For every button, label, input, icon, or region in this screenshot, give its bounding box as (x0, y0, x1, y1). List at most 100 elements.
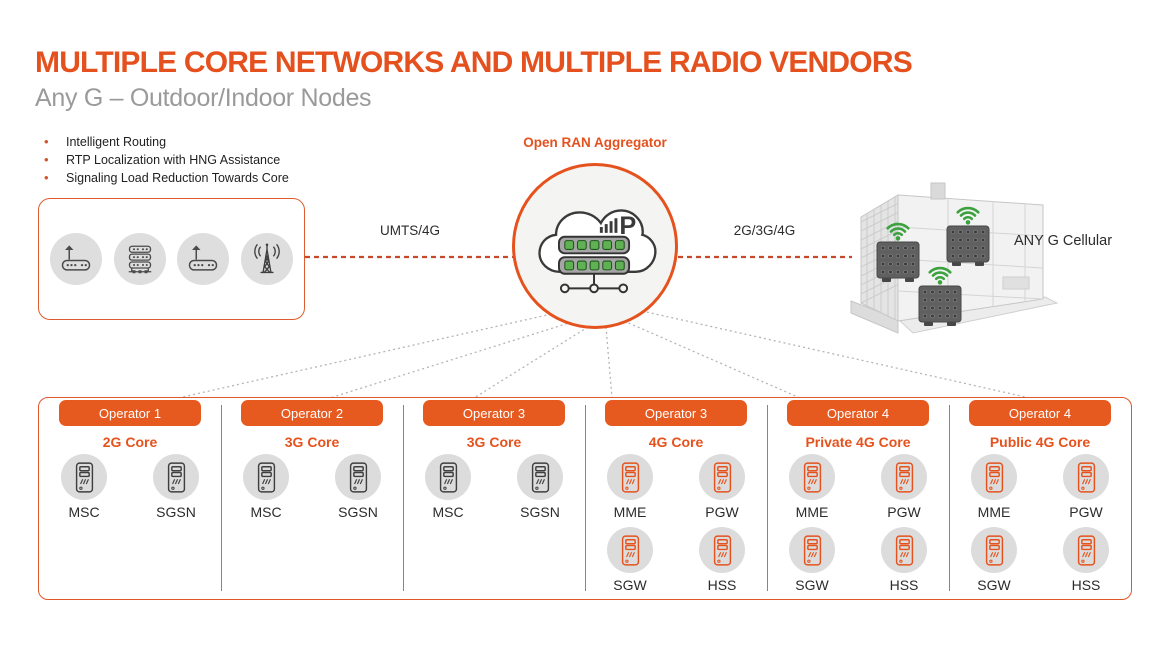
core-node: PGW (1052, 454, 1120, 520)
node-label: PGW (705, 504, 739, 520)
server-bars (557, 235, 631, 275)
cloud-ip-servers-icon: P (538, 209, 657, 294)
smart-building-illustration (850, 182, 1059, 334)
tower-server-icon (699, 454, 745, 500)
operator-tab: Operator 3 (605, 400, 747, 426)
core-node: PGW (688, 454, 756, 520)
operator-tab: Operator 1 (59, 400, 201, 426)
bullet-item: RTP Localization with HNG Assistance (40, 151, 289, 169)
core-node: SGSN (324, 454, 392, 520)
tower-server-icon (881, 527, 927, 573)
node-label: SGSN (156, 504, 196, 520)
operator-section-2: Operator 2 3G Core MSC SGSN (221, 398, 404, 599)
core-node-group: MSC SGSN (45, 454, 215, 520)
ip-letter: P (619, 212, 636, 240)
tower-server-icon (789, 527, 835, 573)
link-label-2g-3g-4g: 2G/3G/4G (733, 223, 796, 238)
indoor-node-unit (918, 285, 962, 327)
radio-nodes-box (38, 198, 305, 320)
tower-server-icon (971, 454, 1017, 500)
node-label: MSC (250, 504, 282, 520)
tower-server-icon (881, 454, 927, 500)
feature-bullet-list: Intelligent Routing RTP Localization wit… (40, 133, 289, 187)
tower-server-icon (153, 454, 199, 500)
core-node: SGW (778, 527, 846, 593)
core-node: HSS (688, 527, 756, 593)
tower-server-icon (425, 454, 471, 500)
bullet-item: Intelligent Routing (40, 133, 289, 151)
tower-server-icon (699, 527, 745, 573)
core-node: HSS (870, 527, 938, 593)
core-node-group: MME PGW SGW HSS (955, 454, 1125, 593)
core-label: 2G Core (102, 434, 158, 450)
tower-server-icon (517, 454, 563, 500)
node-label: SGSN (338, 504, 378, 520)
indoor-node-unit (876, 241, 920, 283)
node-label: MSC (432, 504, 464, 520)
node-label: HSS (889, 577, 919, 593)
core-label: Public 4G Core (989, 434, 1091, 450)
wireless-router-icon (50, 233, 103, 285)
operator-section-5: Operator 4 Private 4G Core MME PGW SGW H (767, 398, 950, 599)
node-label: PGW (887, 504, 921, 520)
network-nodes (559, 273, 629, 294)
core-node: MSC (414, 454, 482, 520)
core-node: HSS (1052, 527, 1120, 593)
core-node: SGW (596, 527, 664, 593)
bullet-item: Signaling Load Reduction Towards Core (40, 169, 289, 187)
wireless-router-icon (177, 233, 230, 285)
aggregator-title: Open RAN Aggregator (523, 135, 667, 150)
core-label: 3G Core (466, 434, 522, 450)
operator-section-6: Operator 4 Public 4G Core MME PGW SGW HS (949, 398, 1131, 599)
tower-server-icon (335, 454, 381, 500)
core-node: PGW (870, 454, 938, 520)
tower-server-icon (607, 527, 653, 573)
core-label: 3G Core (284, 434, 340, 450)
node-label: SGW (613, 577, 647, 593)
core-node-group: MSC SGSN (227, 454, 397, 520)
tower-server-icon (61, 454, 107, 500)
node-label: HSS (707, 577, 737, 593)
node-label: SGW (795, 577, 829, 593)
core-networks-panel: Operator 1 2G Core MSC SGSN Operator 2 3… (38, 397, 1132, 600)
core-node: SGSN (506, 454, 574, 520)
tower-server-icon (971, 527, 1017, 573)
core-node: MSC (232, 454, 300, 520)
node-label: SGSN (520, 504, 560, 520)
core-node: MSC (50, 454, 118, 520)
operator-tab: Operator 2 (241, 400, 383, 426)
tower-server-icon (607, 454, 653, 500)
tower-server-icon (789, 454, 835, 500)
indoor-node-unit (946, 225, 990, 267)
core-node-group: MSC SGSN (409, 454, 579, 520)
node-label: PGW (1069, 504, 1103, 520)
core-label: 4G Core (648, 434, 704, 450)
page-subtitle: Any G – Outdoor/Indoor Nodes (35, 84, 372, 112)
operator-section-1: Operator 1 2G Core MSC SGSN (39, 398, 222, 599)
link-label-umts-4g: UMTS/4G (379, 223, 440, 238)
core-node-group: MME PGW SGW HSS (773, 454, 943, 593)
operator-tab: Operator 4 (787, 400, 929, 426)
operator-section-3: Operator 3 3G Core MSC SGSN (403, 398, 586, 599)
node-label: SGW (977, 577, 1011, 593)
node-label: MME (795, 504, 829, 520)
tower-server-icon (243, 454, 289, 500)
open-ran-aggregator-node: P (512, 163, 678, 329)
ip-bars-glyph (599, 218, 618, 233)
core-label: Private 4G Core (805, 434, 911, 450)
node-label: HSS (1071, 577, 1101, 593)
page-title: MULTIPLE CORE NETWORKS AND MULTIPLE RADI… (35, 46, 913, 79)
switch-stack-icon (113, 233, 166, 285)
operator-tab: Operator 3 (423, 400, 565, 426)
operator-section-4: Operator 3 4G Core MME PGW SGW HSS (585, 398, 768, 599)
core-node: SGW (960, 527, 1028, 593)
core-node-group: MME PGW SGW HSS (591, 454, 761, 593)
tower-server-icon (1063, 454, 1109, 500)
operator-tab: Operator 4 (969, 400, 1111, 426)
tower-server-icon (1063, 527, 1109, 573)
core-node: SGSN (142, 454, 210, 520)
any-g-cellular-label: ANY G Cellular (1014, 233, 1113, 249)
core-node: MME (596, 454, 664, 520)
node-label: MME (613, 504, 647, 520)
